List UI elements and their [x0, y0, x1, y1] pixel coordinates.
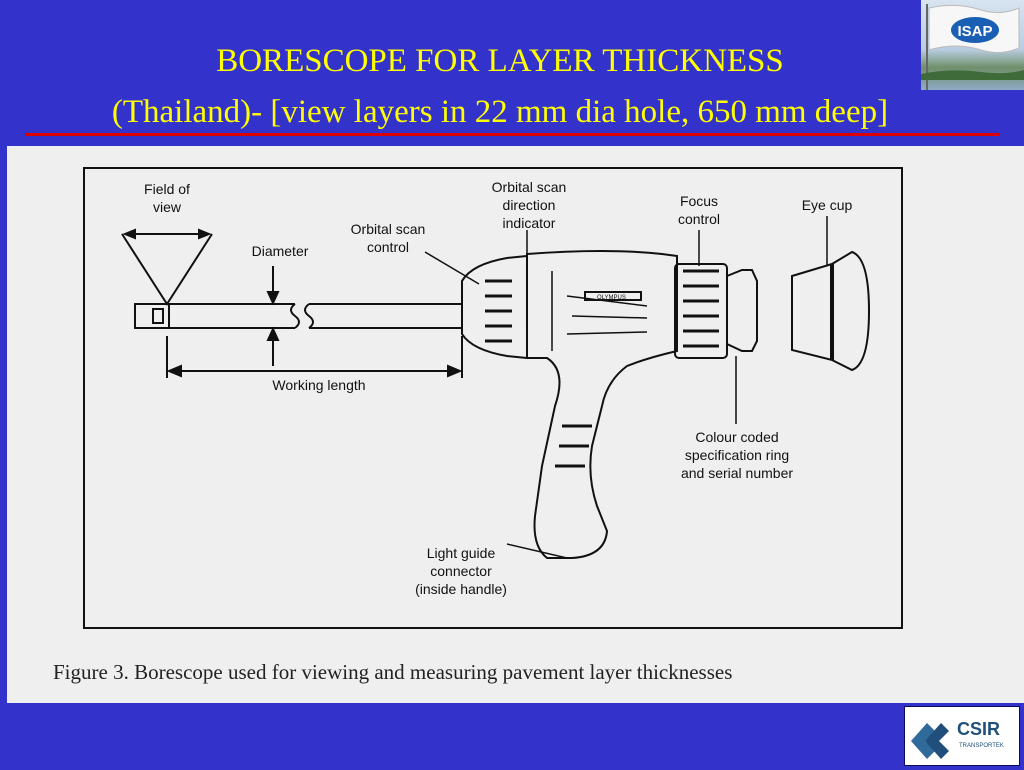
title-underline	[26, 133, 1000, 136]
slide-title: BORESCOPE FOR LAYER THICKNESS	[216, 43, 784, 79]
leader-light-guide	[506, 543, 568, 559]
label-light-guide: Light guide	[427, 545, 496, 561]
label-working-length: Working length	[272, 377, 365, 393]
figure-panel: OLYMPUS Field of view Diameter Orbital s…	[7, 146, 1024, 703]
field-of-view-cone	[121, 233, 213, 306]
svg-text:control: control	[367, 239, 409, 255]
figure-frame	[83, 167, 903, 629]
svg-text:indicator: indicator	[503, 215, 556, 231]
svg-text:specification ring: specification ring	[685, 447, 789, 463]
figure-caption: Figure 3. Borescope used for viewing and…	[53, 660, 732, 684]
label-orbital-scan-indicator: Orbital scan	[492, 179, 567, 195]
scope-tube-front	[169, 303, 295, 329]
borescope-body	[526, 250, 678, 559]
csir-emblem	[911, 723, 935, 759]
orbital-scan-grip	[461, 254, 528, 360]
label-diameter: Diameter	[252, 243, 309, 259]
isap-logo-text: ISAP	[957, 23, 992, 40]
brand-label: OLYMPUS	[597, 295, 626, 301]
svg-text:control: control	[678, 211, 720, 227]
borescope-diagram: OLYMPUS Field of view Diameter Orbital s…	[53, 167, 903, 684]
csir-logo-text: CSIR	[957, 719, 1000, 739]
svg-text:direction: direction	[503, 197, 556, 213]
svg-text:connector: connector	[430, 563, 492, 579]
label-colour-ring: Colour coded	[695, 429, 778, 445]
svg-text:(inside handle): (inside handle)	[415, 581, 507, 597]
isap-logo: ISAP	[921, 0, 1024, 90]
csir-logo: CSIR TRANSPORTEK	[904, 706, 1020, 766]
eyepiece	[726, 269, 758, 352]
label-field-of-view: Field of	[144, 181, 190, 197]
leader-orbital-control	[424, 251, 480, 285]
slide-subtitle: (Thailand)- [view layers in 22 mm dia ho…	[111, 94, 889, 130]
isap-emblem	[951, 17, 999, 43]
svg-text:view: view	[153, 199, 182, 215]
label-orbital-scan-control: Orbital scan	[351, 221, 426, 237]
focus-ring	[674, 263, 728, 359]
olympus-badge	[584, 291, 642, 301]
label-eye-cup: Eye cup	[802, 197, 853, 213]
csir-logo-subtext: TRANSPORTEK	[959, 743, 1004, 749]
svg-text:and serial number: and serial number	[681, 465, 793, 481]
scope-tube-rear	[309, 303, 462, 329]
label-focus-control: Focus	[680, 193, 718, 209]
eye-cup	[791, 262, 833, 362]
scope-tip	[134, 303, 170, 329]
